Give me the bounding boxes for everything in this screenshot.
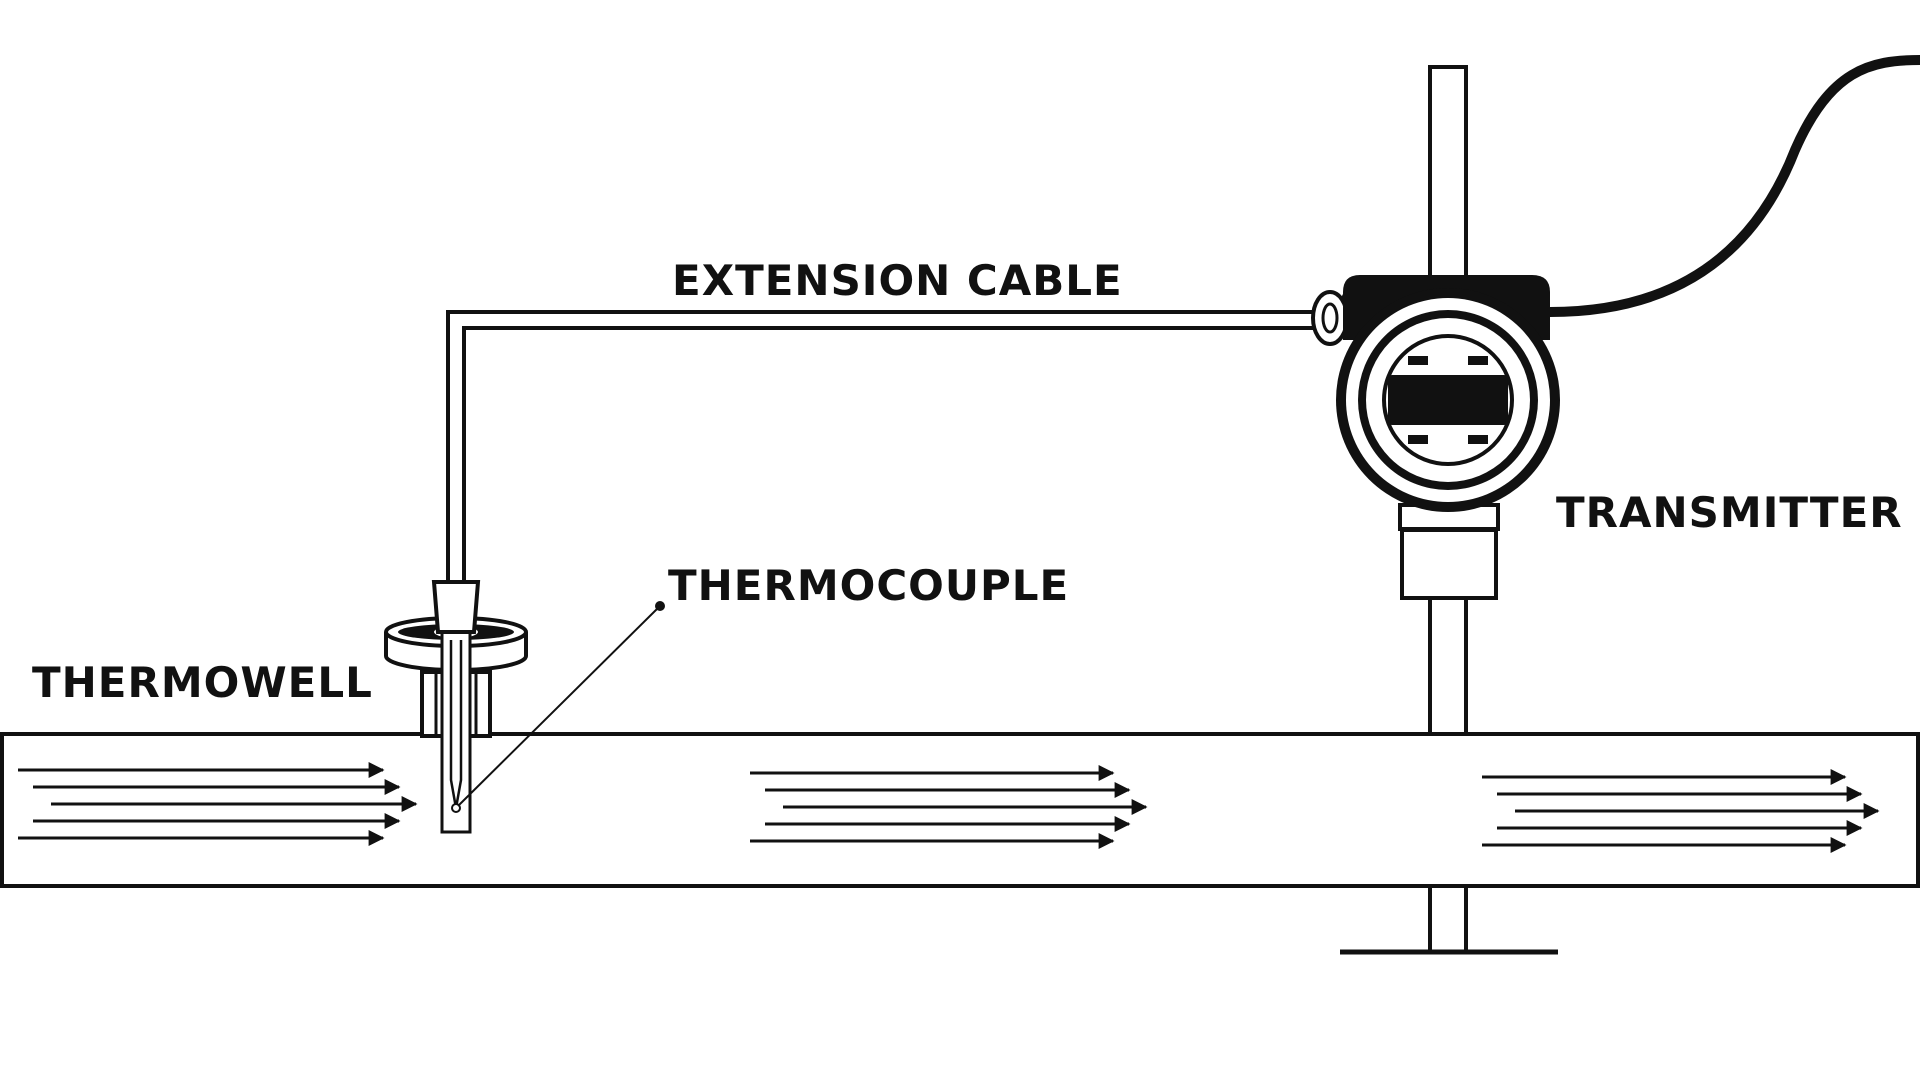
thermowell-label: THERMOWELL bbox=[32, 658, 373, 707]
thermowell bbox=[384, 580, 528, 834]
extension-cable bbox=[446, 310, 1330, 582]
thermocouple-leader bbox=[457, 601, 665, 807]
flow-arrows bbox=[18, 762, 1880, 853]
transmitter-label: TRANSMITTER bbox=[1556, 488, 1903, 537]
output-cable bbox=[1549, 55, 1920, 317]
transmitter bbox=[1311, 275, 1560, 600]
extension-cable-label: EXTENSION CABLE bbox=[672, 256, 1123, 305]
thermocouple-label: THERMOCOUPLE bbox=[668, 561, 1069, 610]
